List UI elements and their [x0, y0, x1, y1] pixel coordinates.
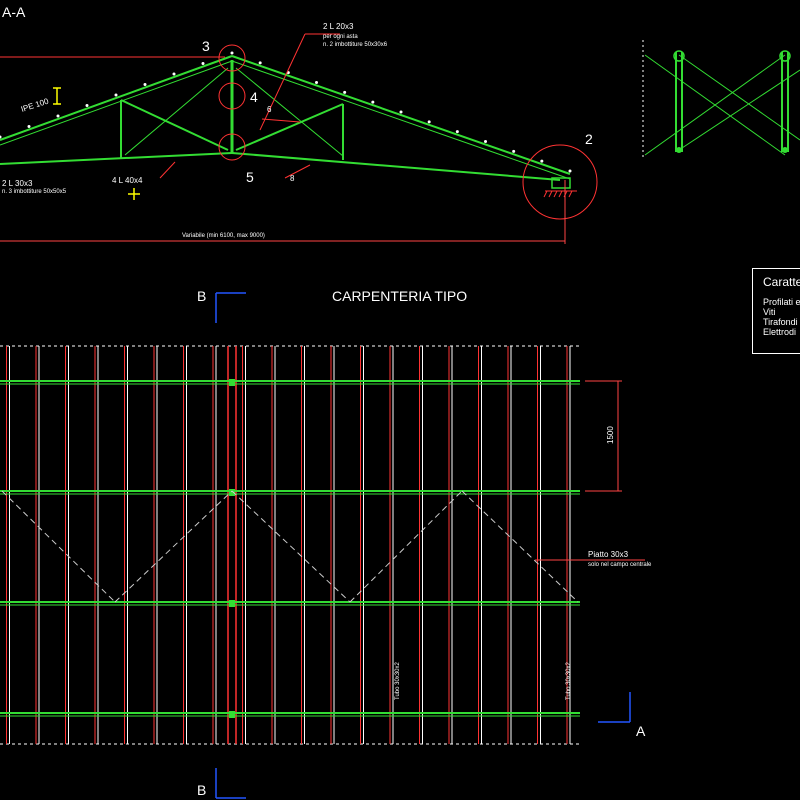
diagonal-label: 2 L 20x3: [323, 22, 354, 31]
top-chord-label: IPE 100: [20, 96, 50, 114]
tube-label-left: Tubo 30x30x2: [395, 662, 401, 700]
purlin-marker: [399, 110, 403, 114]
legend-item: Profilati e: [763, 297, 800, 307]
bracing-cross: [678, 69, 800, 151]
purlin-splice: [229, 711, 235, 718]
bracing-detail-elevation: [642, 40, 800, 160]
node-number-5: 5: [246, 169, 254, 185]
diagonal-right-lower: [235, 103, 344, 151]
truss-elevation: [0, 33, 598, 244]
bracing-flat: [114, 490, 233, 603]
bracing-label: Piatto 30x3: [588, 550, 629, 559]
member-number-8: 8: [290, 174, 295, 183]
characteristics-legend: Caratter Profilati e Viti Tirafondi Elet…: [752, 268, 800, 354]
legend-title: Caratter: [763, 275, 800, 289]
bracing-flat: [349, 490, 463, 603]
legend-item: Elettrodi: [763, 327, 797, 337]
diagonal-left-upper: [124, 67, 229, 156]
purlin-splice: [229, 489, 235, 496]
node-detail-circle-4: [218, 82, 246, 110]
section-marker-b-bottom: B: [197, 782, 206, 798]
top-chord-right: [231, 55, 571, 175]
legend-item: Viti: [763, 307, 776, 317]
support-hatch: [548, 190, 553, 198]
support-plate: [551, 177, 571, 189]
diagonal-note-2: n. 2 imbottiture 50x30x6: [323, 42, 388, 48]
span-dimension: Variabile (min 6100, max 9000): [182, 233, 265, 239]
diagonal-left-lower: [120, 99, 229, 151]
node-detail-circle-2: [522, 144, 598, 220]
bottom-chord-note: n. 3 imbottiture 50x50x5: [2, 189, 67, 195]
section-marker-a: A: [636, 723, 646, 739]
purlin-marker: [455, 130, 459, 134]
diagonal-right-upper: [235, 67, 344, 157]
purlin-marker: [172, 72, 176, 76]
purlin-marker: [343, 90, 347, 94]
legend-item: Tirafondi: [763, 317, 798, 327]
purlin-marker: [540, 159, 544, 163]
vertical-label: 4 L 40x4: [112, 176, 143, 185]
support-hatch: [558, 190, 563, 198]
roof-framing-plan: [0, 292, 645, 799]
leader-line: [259, 33, 306, 131]
bracing-cross: [644, 54, 786, 156]
leader-line: [284, 164, 311, 179]
purlin-marker: [201, 62, 205, 65]
purlin-marker: [427, 120, 431, 124]
purlin-marker: [371, 100, 375, 104]
member-number-6: 6: [267, 105, 272, 114]
bracing-cross: [678, 54, 800, 141]
purlin-marker: [484, 140, 487, 143]
purlin-marker: [258, 61, 262, 65]
bracing-node: [779, 50, 791, 62]
node-number-3: 3: [202, 38, 210, 54]
node-number-2: 2: [585, 131, 593, 147]
purlin-marker: [512, 149, 516, 153]
purlin-marker: [27, 125, 31, 128]
bracing-node: [673, 50, 685, 62]
purlin-marker: [85, 104, 89, 107]
spacing-dimension: 1500: [606, 426, 615, 444]
purlin-marker: [230, 51, 234, 55]
bottom-chord-label: 2 L 30x3: [2, 179, 33, 188]
top-chord-right-inner: [231, 60, 571, 180]
purlin-marker: [568, 169, 572, 173]
bracing-flat: [231, 490, 351, 603]
purlin-marker: [56, 114, 60, 118]
purlin-splice: [229, 600, 235, 607]
top-chord-left: [0, 55, 233, 141]
purlin-marker: [0, 135, 2, 139]
plan-title: CARPENTERIA TIPO: [332, 288, 467, 304]
bottom-chord-left: [0, 152, 233, 165]
node-detail-circle-3: [218, 44, 246, 72]
top-chord-left-inner: [0, 60, 233, 146]
bracing-note: solo nel campo centrale: [588, 562, 652, 568]
bracing-flat: [461, 490, 579, 603]
node-number-4: 4: [250, 89, 258, 105]
support-hatch: [553, 190, 558, 198]
section-marker-b-top: B: [197, 288, 206, 304]
purlin-marker: [114, 93, 118, 97]
purlin-marker: [315, 81, 318, 84]
support-hatch: [568, 190, 573, 198]
leader-line: [261, 118, 301, 123]
purlin-splice: [229, 379, 235, 386]
section-aa-title: A-A: [2, 4, 26, 20]
bottom-chord-right: [231, 152, 561, 181]
tube-label-right: Tubo 30x30x2: [566, 662, 572, 700]
diagonal-note-1: per ogni asta: [323, 34, 358, 40]
support-hatch: [543, 190, 548, 198]
node-detail-circle-5: [218, 133, 246, 161]
bracing-flat: [1, 490, 116, 603]
purlin-marker: [143, 83, 147, 86]
leader-line: [159, 161, 176, 179]
bracing-node: [782, 147, 788, 153]
